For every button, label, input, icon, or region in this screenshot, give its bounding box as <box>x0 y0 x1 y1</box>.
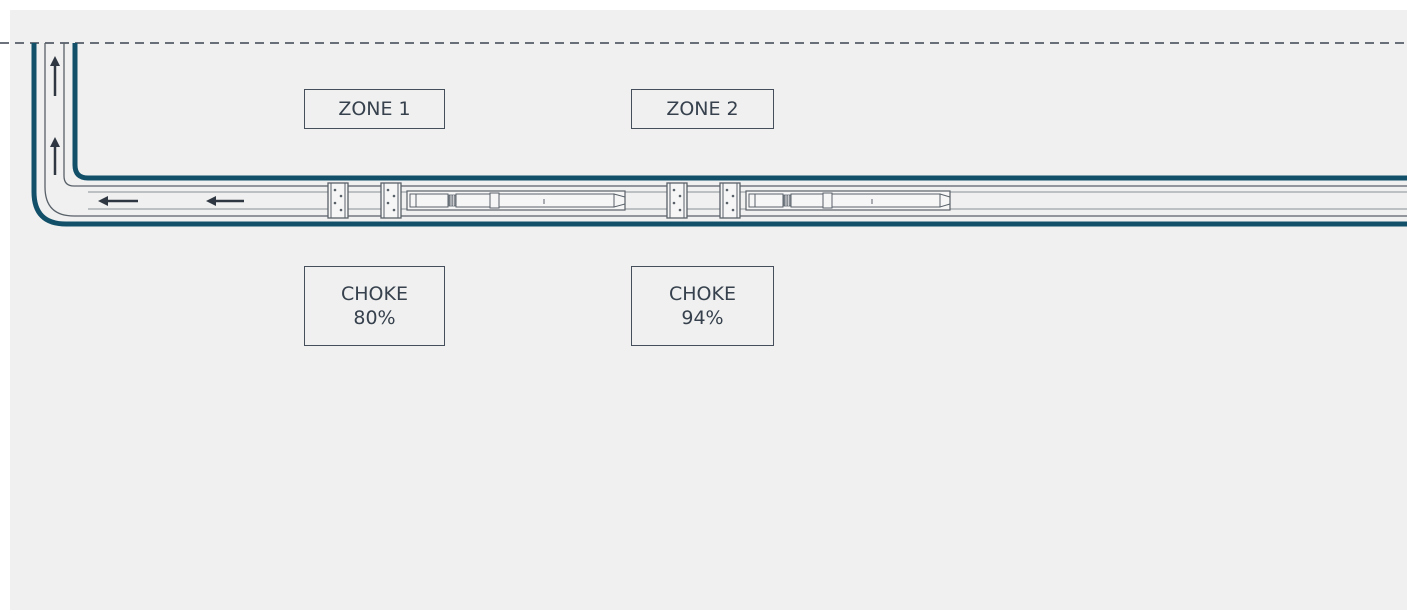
tubing-outer-wall <box>44 43 1407 217</box>
tubing-inner-wall <box>63 43 1407 187</box>
zone-2-choke-value: 94% <box>681 307 724 329</box>
zone-1-choke-title: CHOKE <box>341 283 408 305</box>
zone-1-choke-label: CHOKE 80% <box>304 266 445 346</box>
zone-2-choke-title: CHOKE <box>669 283 736 305</box>
flow-arrow-up-icon <box>50 137 60 175</box>
packer-icon <box>380 182 402 219</box>
packer-icon <box>719 182 741 219</box>
zone-2-name: ZONE 2 <box>666 98 739 120</box>
zone-2-choke-label: CHOKE 94% <box>631 266 774 346</box>
casing-outer <box>31 43 1407 227</box>
zone-1-choke-value: 80% <box>353 307 396 329</box>
packer-icon <box>327 182 349 219</box>
choke-valve-icon <box>745 190 951 211</box>
zone-1-label: ZONE 1 <box>304 89 445 129</box>
casing-inner <box>72 43 1407 181</box>
zone-2-label: ZONE 2 <box>631 89 774 129</box>
zone-1-name: ZONE 1 <box>338 98 411 120</box>
flow-arrow-left-icon <box>206 196 244 206</box>
choke-valve-icon <box>406 190 626 211</box>
flow-arrow-up-icon <box>50 56 60 96</box>
flow-arrow-left-icon <box>98 196 138 206</box>
packer-icon <box>666 182 688 219</box>
